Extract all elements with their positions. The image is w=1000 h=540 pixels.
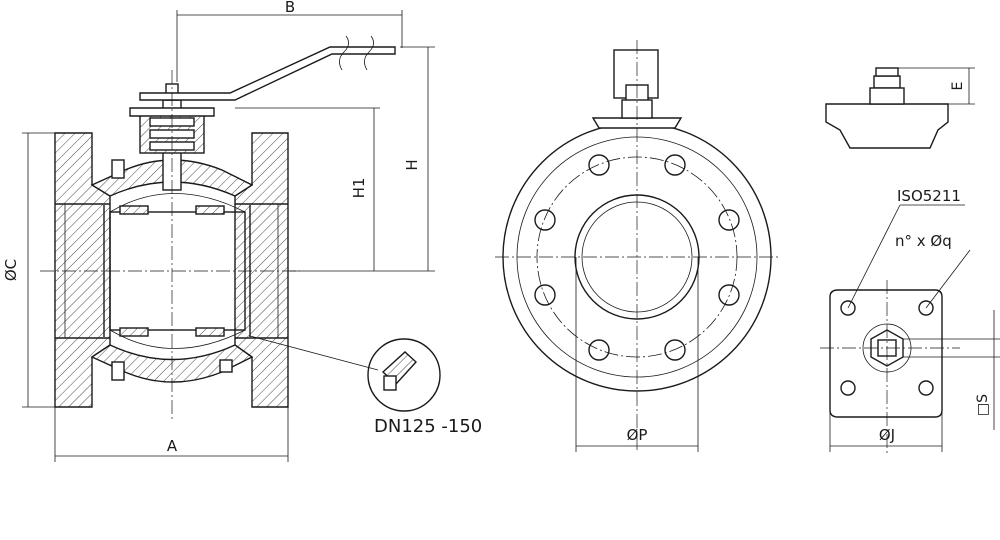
dim-c-label: ØC <box>2 259 20 281</box>
front-view <box>495 40 780 452</box>
dim-j-label: ØJ <box>879 426 895 444</box>
dim-b-label: B <box>285 0 295 16</box>
dim-p-label: ØP <box>627 426 648 444</box>
holes-label: n° x Øq <box>895 232 952 250</box>
dim-h-label: H <box>403 159 421 170</box>
dim-a-label: A <box>167 437 178 455</box>
detail-note: DN125 -150 <box>374 416 482 437</box>
dim-h1-label: H1 <box>350 178 368 199</box>
dim-s-label: □S <box>975 394 991 416</box>
detail-circle <box>367 338 441 412</box>
left-flange <box>54 132 111 408</box>
iso-label: ISO5211 <box>897 187 961 205</box>
top-flange-side-view <box>825 67 975 149</box>
dim-e-label: E <box>950 82 966 91</box>
bolt-holes <box>534 154 740 361</box>
section-view <box>22 10 441 462</box>
iso-mounting-plan <box>820 204 1000 455</box>
right-flange <box>234 132 289 408</box>
